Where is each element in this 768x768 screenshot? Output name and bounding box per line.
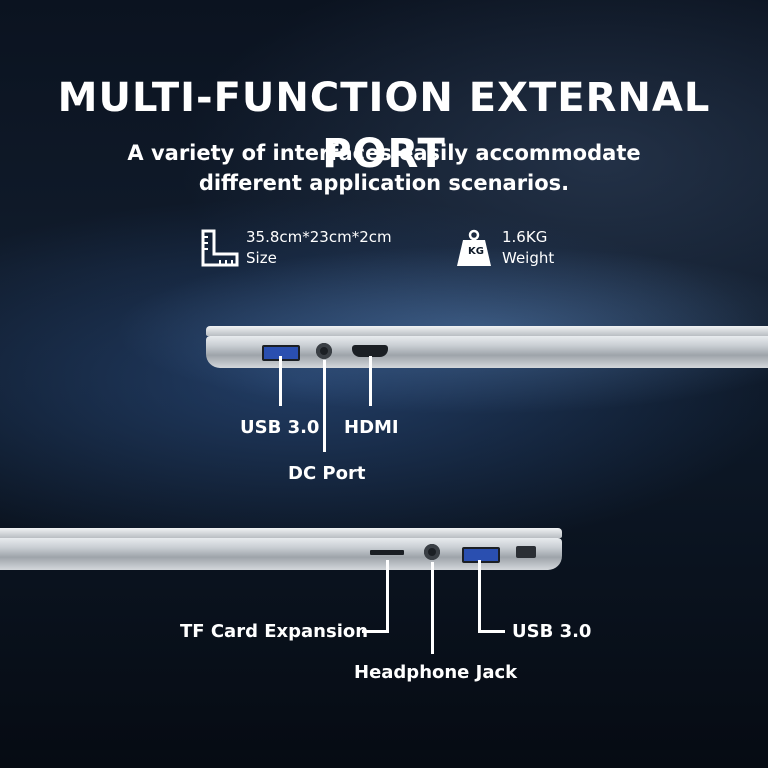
laptop-right-side: [0, 528, 562, 574]
size-spec: 35.8cm*23cm*2cm Size: [198, 226, 408, 270]
subtitle: A variety of interfaces easily accommoda…: [0, 138, 768, 198]
weight-spec: KG 1.6KG Weight: [452, 226, 592, 270]
weight-icon: [457, 229, 491, 266]
label-tf-card: TF Card Expansion: [180, 621, 369, 642]
label-usb-left: USB 3.0: [240, 417, 320, 438]
page-title: MULTI-FUNCTION EXTERNAL PORT: [57, 75, 711, 177]
hdmi-leader: [369, 356, 372, 406]
ruler-icon: [201, 229, 239, 267]
laptop-lid: [206, 326, 768, 336]
subtitle-line-2: different application scenarios.: [198, 171, 570, 195]
label-usb-right: USB 3.0: [512, 621, 592, 642]
headphone-port: [424, 544, 440, 560]
tf-leader-horizontal: [362, 630, 389, 633]
usb-port-right: [462, 547, 500, 563]
usb-right-leader-vertical: [478, 560, 481, 633]
label-headphone-jack: Headphone Jack: [354, 662, 518, 683]
weight-label: Weight: [502, 249, 555, 267]
lock-slot: [516, 546, 536, 558]
usb-right-leader-horizontal: [478, 630, 505, 633]
dc-leader: [323, 360, 326, 452]
usb-left-leader: [279, 356, 282, 406]
hdmi-port: [352, 345, 388, 357]
weight-value: 1.6KG: [502, 228, 548, 246]
laptop-lid: [0, 528, 562, 538]
subtitle-line-1: A variety of interfaces easily accommoda…: [127, 141, 641, 165]
size-value: 35.8cm*23cm*2cm: [246, 228, 392, 246]
tf-card-slot: [370, 550, 404, 555]
weight-icon-label: KG: [468, 246, 484, 257]
tf-leader-vertical: [386, 560, 389, 633]
label-dc-port: DC Port: [288, 463, 366, 484]
size-label: Size: [246, 249, 277, 267]
headphone-leader: [431, 562, 434, 654]
laptop-left-side: [206, 326, 768, 372]
label-hdmi: HDMI: [344, 417, 399, 438]
dc-port: [316, 343, 332, 359]
